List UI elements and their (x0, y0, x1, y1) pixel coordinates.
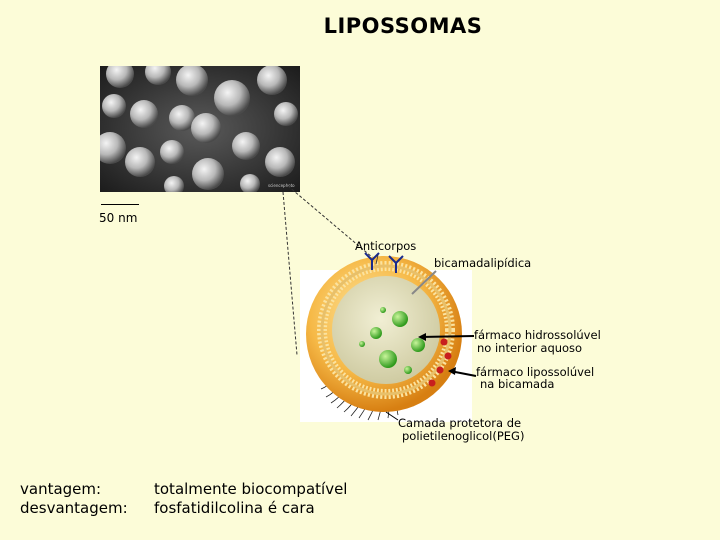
disadvantage-row: desvantagem: fosfatidilcolina é cara (20, 499, 347, 518)
lipophilic-pointer-arrow (448, 367, 456, 375)
liposome-micrograph: sciencephoto (100, 66, 300, 192)
peg-pointer (385, 411, 399, 421)
hydrophilic-drug (380, 307, 386, 313)
connector-line-top (287, 185, 393, 275)
label-peg-line2: polietilenoglicol(PEG) (402, 429, 525, 443)
label-hydrophilic-drug-line2: no interior aquoso (477, 341, 583, 355)
hydrophilic-drug (404, 366, 412, 374)
lipophilic-drug (428, 379, 436, 387)
hydrophilic-drug (359, 341, 365, 347)
hydrophilic-drug (379, 350, 397, 368)
scale-label: 50 nm (99, 211, 138, 225)
advantage-value: totalmente biocompatível (154, 480, 348, 498)
lipid-bilayer-core (320, 264, 452, 396)
label-lipophilic-drug-line1: fármaco lipossolúvel (476, 365, 595, 379)
disadvantage-label: desvantagem: (20, 499, 128, 517)
label-antibodies: Anticorpos (355, 239, 417, 253)
advantage-label: vantagem: (20, 480, 102, 498)
aqueous-interior (332, 276, 440, 384)
disadvantage-value: fosfatidilcolina é cara (154, 499, 315, 517)
hydrophilic-drug (411, 338, 425, 352)
advantage-row: vantagem: totalmente biocompatível (20, 480, 347, 499)
page-title: LIPOSSOMAS (323, 14, 483, 38)
label-lipid-bilayer: bicamadalipídica (434, 256, 532, 270)
hydrophilic-pointer (419, 335, 475, 338)
lipophilic-drug (444, 352, 452, 360)
hydrophilic-drug (392, 311, 408, 327)
hydrophilic-pointer-arrow (418, 333, 426, 341)
lipophilic-drug (436, 366, 444, 374)
connector-line-left (282, 191, 298, 356)
label-peg-line1: Camada protetora de (398, 416, 522, 430)
footer-notes: vantagem: totalmente biocompatível desvan… (20, 480, 347, 518)
lipophilic-drug (440, 338, 448, 346)
antibody-icon (364, 252, 404, 273)
bilayer-pointer (411, 270, 437, 295)
scale-bar (101, 204, 139, 205)
hydrophilic-drug (370, 327, 382, 339)
micrograph-watermark: sciencephoto (268, 183, 295, 188)
label-lipophilic-drug-line2: na bicamada (480, 377, 555, 391)
antibody-pointer (375, 254, 379, 265)
label-hydrophilic-drug-line1: fármaco hidrossolúvel (474, 328, 601, 342)
